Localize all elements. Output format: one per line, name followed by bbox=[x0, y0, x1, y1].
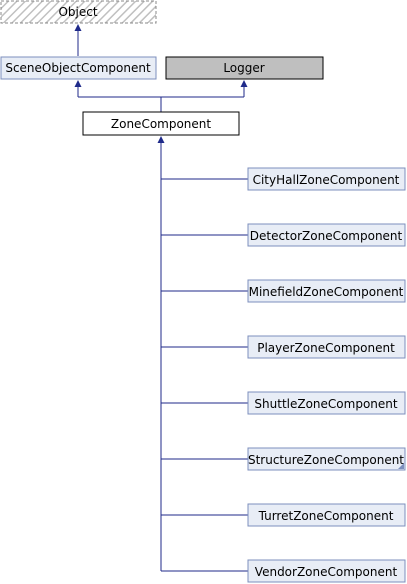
inherit-arrow-object bbox=[74, 24, 82, 31]
inherit-arrow-scene-object bbox=[74, 80, 82, 87]
subclass-node-minefield[interactable]: MinefieldZoneComponent bbox=[161, 279, 406, 303]
subclass-box bbox=[247, 391, 406, 415]
subclass-node-turret[interactable]: TurretZoneComponent bbox=[161, 503, 406, 527]
subclass-node-vendor[interactable]: VendorZoneComponent bbox=[161, 559, 406, 583]
subclass-label: DetectorZoneComponent bbox=[250, 229, 403, 243]
logger-label: Logger bbox=[223, 61, 264, 75]
subclass-label: ShuttleZoneComponent bbox=[254, 397, 397, 411]
subclass-label: VendorZoneComponent bbox=[255, 565, 398, 579]
subclass-label: StructureZoneComponent bbox=[248, 453, 404, 467]
subclass-node-player[interactable]: PlayerZoneComponent bbox=[161, 335, 406, 359]
subclass-label: CityHallZoneComponent bbox=[253, 173, 400, 187]
zone-component-box bbox=[82, 111, 240, 136]
subclass-box bbox=[247, 335, 406, 359]
subclass-box bbox=[247, 279, 406, 303]
logger-box bbox=[165, 56, 324, 80]
subclass-box bbox=[247, 503, 406, 527]
subclass-box bbox=[247, 223, 406, 247]
logger-node[interactable]: Logger bbox=[165, 56, 324, 80]
inherit-arrow-logger bbox=[240, 80, 248, 87]
object-label: Object bbox=[58, 5, 97, 19]
subclass-box bbox=[247, 447, 406, 471]
scene-object-component-label: SceneObjectComponent bbox=[5, 61, 151, 75]
subclass-list: CityHallZoneComponent DetectorZoneCompon… bbox=[161, 167, 406, 583]
scene-object-component-node[interactable]: SceneObjectComponent bbox=[0, 56, 157, 80]
scene-object-component-box bbox=[0, 56, 157, 80]
subclass-node-structure[interactable]: StructureZoneComponent bbox=[161, 447, 406, 471]
subclass-label: MinefieldZoneComponent bbox=[249, 285, 404, 299]
subclass-node-shuttle[interactable]: ShuttleZoneComponent bbox=[161, 391, 406, 415]
object-node[interactable]: Object bbox=[0, 0, 157, 24]
subclass-box bbox=[247, 559, 406, 583]
subclass-label: TurretZoneComponent bbox=[258, 509, 394, 523]
object-box bbox=[0, 0, 157, 24]
subclass-label: PlayerZoneComponent bbox=[257, 341, 395, 355]
subclass-node-detector[interactable]: DetectorZoneComponent bbox=[161, 223, 406, 247]
zone-component-label: ZoneComponent bbox=[111, 117, 212, 131]
zone-component-node[interactable]: ZoneComponent bbox=[82, 111, 240, 136]
subclass-node-cityhall[interactable]: CityHallZoneComponent bbox=[161, 167, 406, 191]
subclass-box bbox=[247, 167, 406, 191]
expand-corner-icon[interactable] bbox=[398, 463, 404, 469]
inherit-arrow-zone-component bbox=[157, 136, 165, 143]
